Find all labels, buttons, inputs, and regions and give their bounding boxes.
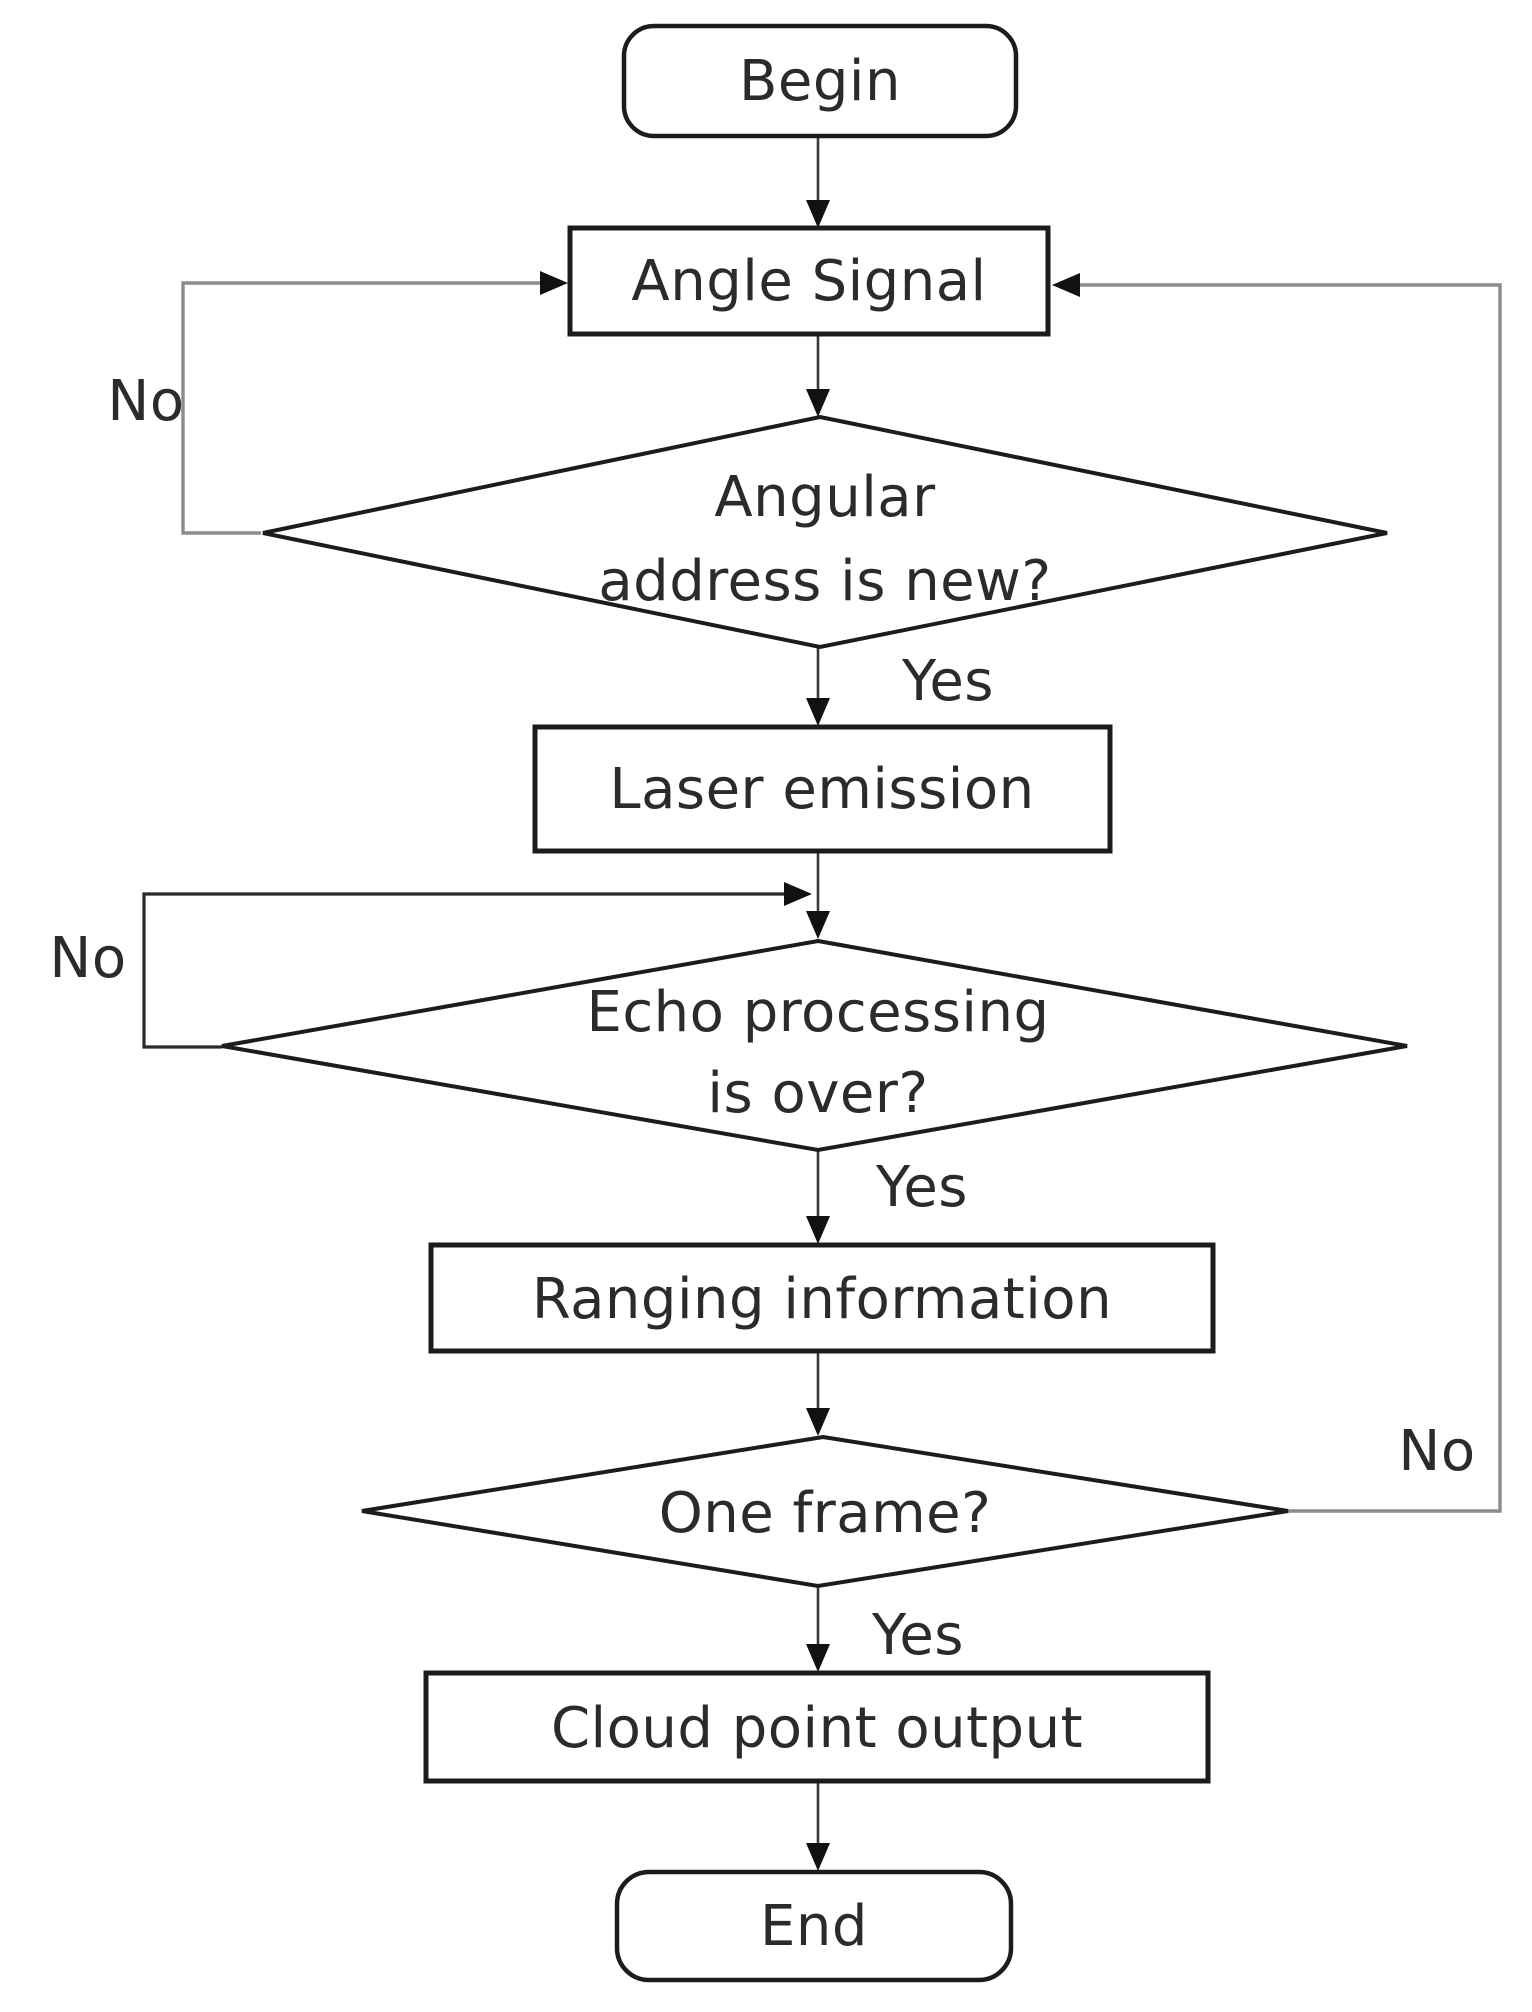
node-echo-processing-is-over: Echo processing is over? [221,938,1408,1153]
node-ranging-information-shape [428,1242,1216,1354]
node-end-shape [614,1869,1014,1983]
arrowhead-into-angle-signal-left [540,271,568,295]
node-echo-processing-is-over-line1: Echo processing [586,980,1049,1045]
node-cloud-point-output-label: Cloud point output [551,1696,1083,1761]
edge-no-loop-one-frame [1068,283,1502,1513]
arrowhead-end-top [806,1843,830,1871]
node-begin-shape [621,23,1019,139]
edge-no-loop-echo-processing [142,892,798,1049]
node-angle-signal: Angle Signal [567,225,1051,337]
node-echo-processing-is-over-line2: is over? [707,1061,928,1126]
node-ranging-information-label: Ranging information [532,1267,1112,1332]
node-cloud-point-output: Cloud point output [423,1670,1211,1784]
arrowhead-into-angle-signal-right [1052,273,1080,297]
node-ranging-information: Ranging information [428,1242,1216,1354]
node-cloud-point-output-shape [423,1670,1211,1784]
node-begin: Begin [621,23,1019,139]
arrowhead-angle-signal-top [806,200,830,228]
node-one-frame-shape [361,1434,1289,1589]
arrowhead-ranging-information-top [806,1216,830,1244]
node-angular-address-is-new-shape [262,414,1388,650]
arrowhead-decision2-top [806,911,830,939]
node-end-label: End [760,1894,868,1959]
node-echo-processing-is-over-shape [221,938,1408,1153]
node-angular-address-is-new: Angular address is new? [262,414,1388,650]
edge-label-yes-angular-address: Yes [901,649,994,714]
arrowhead-laser-emission-top [806,698,830,726]
node-begin-label: Begin [739,49,901,114]
node-one-frame-label: One frame? [659,1481,992,1546]
edge-label-yes-echo-processing: Yes [875,1155,968,1220]
edge-label-no-angular-address: No [107,369,184,434]
node-laser-emission: Laser emission [532,724,1113,854]
node-one-frame: One frame? [361,1434,1289,1589]
node-angle-signal-shape [567,225,1051,337]
edge-no-loop-angular-address [181,281,552,535]
arrowhead-into-laser-arrow-junction [784,882,812,906]
node-laser-emission-label: Laser emission [609,757,1034,822]
arrowhead-cloud-point-output-top [806,1644,830,1672]
node-angle-signal-label: Angle Signal [631,249,986,314]
node-end: End [614,1869,1014,1983]
arrowhead-decision1-top [806,389,830,417]
node-laser-emission-shape [532,724,1113,854]
edge-label-no-one-frame: No [1398,1419,1475,1484]
edge-label-no-echo-processing: No [49,926,126,991]
node-angular-address-is-new-line2: address is new? [598,549,1051,614]
edge-label-yes-one-frame: Yes [871,1603,964,1668]
node-angular-address-is-new-line1: Angular [714,465,936,530]
arrowhead-decision3-top [806,1408,830,1436]
